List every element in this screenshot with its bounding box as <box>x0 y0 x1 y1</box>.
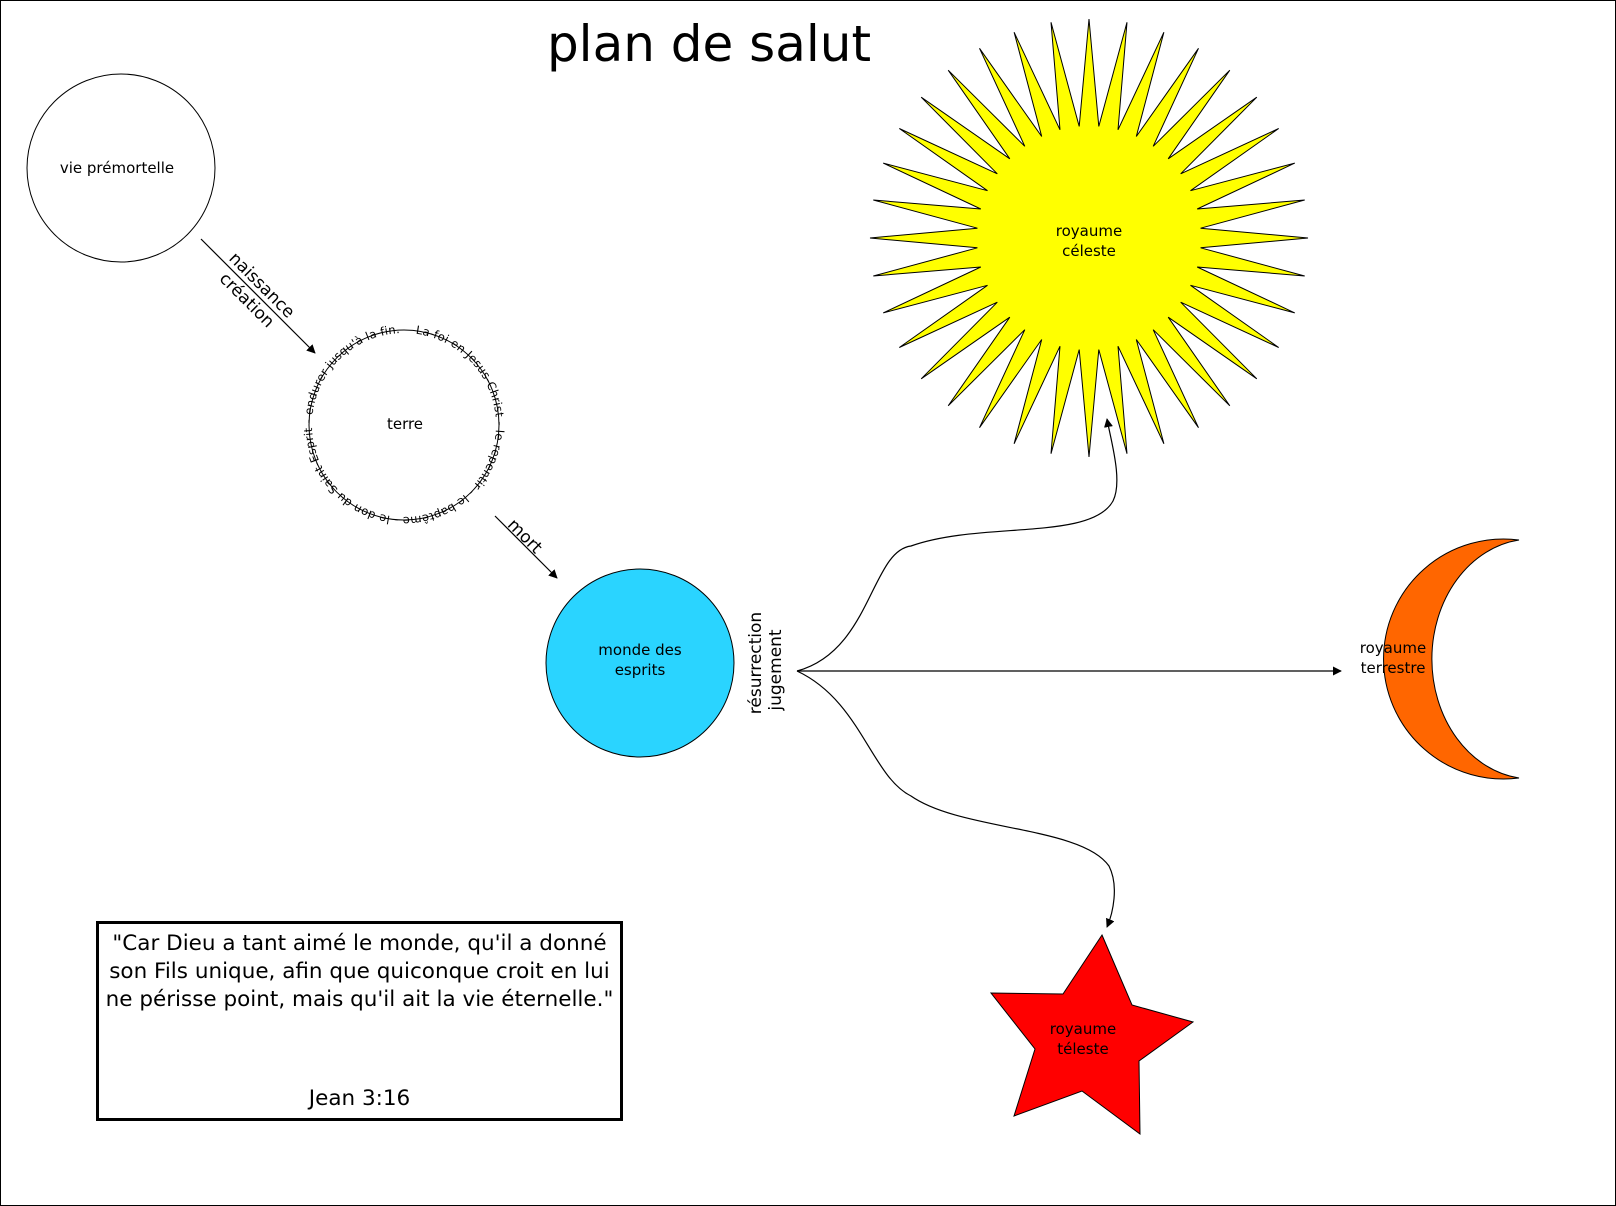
circle-icon <box>545 568 735 758</box>
scripture-quote-text: "Car Dieu a tant aimé le monde, qu'il a … <box>105 931 614 1012</box>
circle-icon <box>308 329 500 521</box>
edges-kingdoms <box>796 418 1342 928</box>
telestial-label-2: téleste <box>1057 1040 1108 1058</box>
terrestrial-label-2: terrestre <box>1361 659 1426 677</box>
node-spirit-world: monde des esprits <box>545 568 735 758</box>
celestial-label-2: céleste <box>1062 242 1116 260</box>
sun-icon <box>869 18 1309 458</box>
edge-death-label: mort <box>503 515 546 558</box>
telestial-label-1: royaume <box>1050 1020 1116 1038</box>
circle-icon <box>26 73 216 263</box>
celestial-label-1: royaume <box>1056 222 1122 240</box>
premortal-label: vie prémortelle <box>60 159 174 177</box>
node-earth: La foi en Jesus-Christ - le repentir - l… <box>301 322 507 528</box>
node-terrestrial: royaume terrestre <box>1360 538 1520 780</box>
judgment-label: résurrection jugement <box>746 612 786 714</box>
terrestrial-label-1: royaume <box>1360 639 1426 657</box>
node-celestial: royaume céleste <box>869 18 1309 458</box>
edge-death: mort <box>494 515 558 579</box>
node-premortal: vie prémortelle <box>26 73 216 263</box>
earth-label: terre <box>387 415 423 433</box>
scripture-reference: Jean 3:16 <box>308 1086 411 1111</box>
star-icon <box>989 933 1195 1136</box>
diagram-title: plan de salut <box>547 15 871 73</box>
judgment-label-2: jugement <box>766 629 786 712</box>
arrow-to-telestial <box>796 670 1115 928</box>
spirit-world-label-2: esprits <box>615 661 666 679</box>
moon-icon <box>1383 538 1520 780</box>
edge-birth: naissance création <box>200 238 316 354</box>
judgment-label-1: résurrection <box>746 612 766 714</box>
spirit-world-label-1: monde des <box>598 641 682 659</box>
scripture-quote-box: "Car Dieu a tant aimé le monde, qu'il a … <box>96 921 623 1121</box>
arrow-birth <box>200 238 316 354</box>
node-telestial: royaume téleste <box>989 933 1195 1136</box>
arrow-death <box>494 515 558 579</box>
arrow-to-celestial <box>796 418 1118 672</box>
